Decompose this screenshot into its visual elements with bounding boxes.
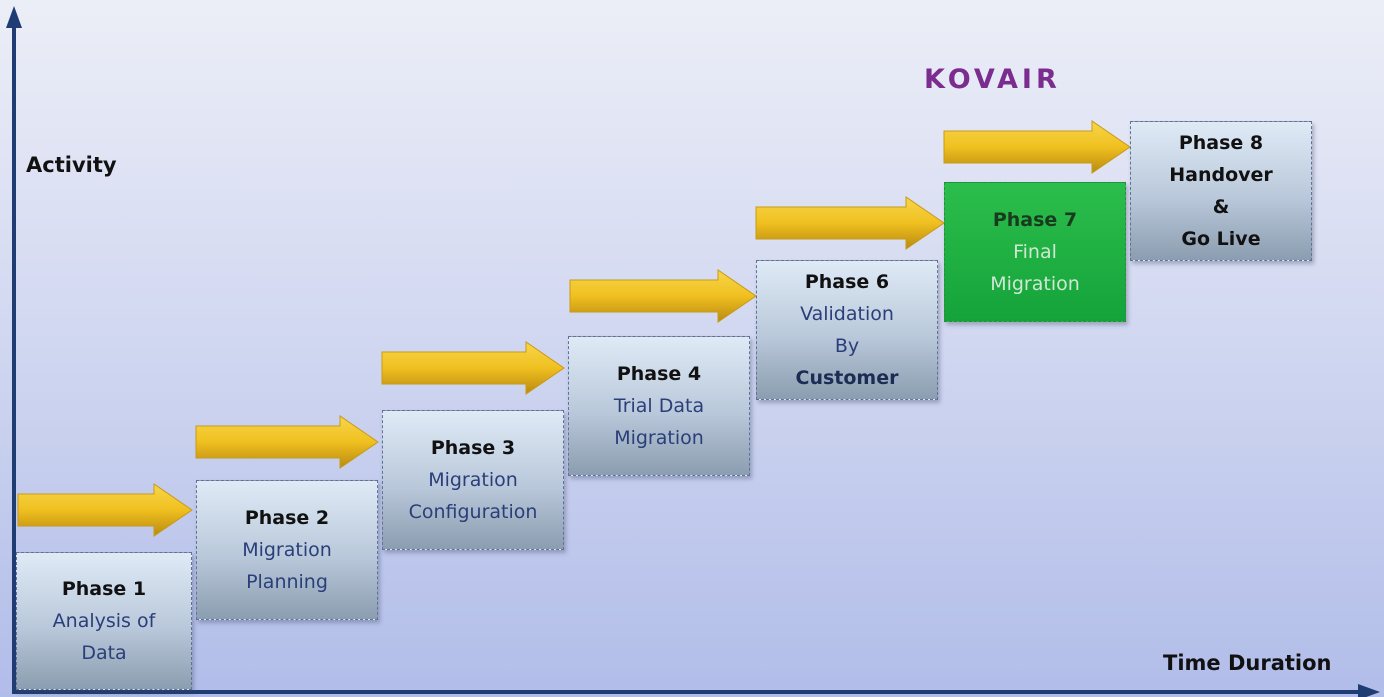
phase-desc: Validation: [800, 303, 894, 325]
phase-desc: Go Live: [1181, 228, 1261, 250]
phase-desc: Migration: [428, 469, 518, 491]
phase-desc: Migration: [242, 539, 332, 561]
x-axis-arrowhead: [1358, 684, 1380, 697]
phase-title: Phase 7: [992, 209, 1078, 231]
kovair-logo: KOVAIR: [924, 64, 1061, 95]
phase-6-box: Phase 6 Validation By Customer: [756, 260, 938, 400]
phase-2-box: Phase 2 Migration Planning: [196, 480, 378, 620]
step-arrow-5: [755, 196, 945, 250]
phase-desc: Migration: [990, 273, 1080, 295]
phase-title: Phase 2: [244, 507, 330, 529]
phase-1-box: Phase 1 Analysis of Data: [16, 552, 192, 690]
phase-title: Phase 3: [430, 437, 516, 459]
step-arrow-4: [569, 269, 757, 323]
step-arrow-2: [195, 415, 379, 469]
phase-4-box: Phase 4 Trial Data Migration: [568, 336, 750, 476]
step-arrows: [17, 120, 1131, 537]
x-axis-label: Time Duration: [1163, 651, 1332, 675]
step-arrow-6: [943, 120, 1131, 174]
phase-desc: Final: [1013, 241, 1057, 263]
phase-title: Phase 6: [804, 271, 890, 293]
phase-7-box: Phase 7 Final Migration: [944, 182, 1126, 322]
phase-desc: Planning: [246, 571, 328, 593]
phase-8-box: Phase 8 Handover & Go Live: [1130, 121, 1312, 261]
phase-title: Phase 1: [61, 578, 147, 600]
phase-desc: Data: [81, 642, 127, 664]
phase-desc: &: [1212, 196, 1230, 218]
phase-desc: Trial Data: [613, 395, 705, 417]
step-arrow-1: [17, 483, 193, 537]
y-axis-label: Activity: [26, 153, 117, 177]
step-arrow-3: [381, 341, 565, 395]
phase-desc: Customer: [795, 367, 899, 389]
phase-desc: By: [834, 335, 860, 357]
phase-desc: Analysis of: [52, 610, 156, 632]
phase-desc: Migration: [614, 427, 704, 449]
phase-3-box: Phase 3 Migration Configuration: [382, 410, 564, 550]
phase-title: Phase 4: [616, 363, 702, 385]
phase-desc: Handover: [1169, 164, 1273, 186]
phase-title: Phase 8: [1178, 132, 1264, 154]
phase-desc: Configuration: [408, 501, 538, 523]
y-axis-arrowhead: [6, 6, 22, 28]
